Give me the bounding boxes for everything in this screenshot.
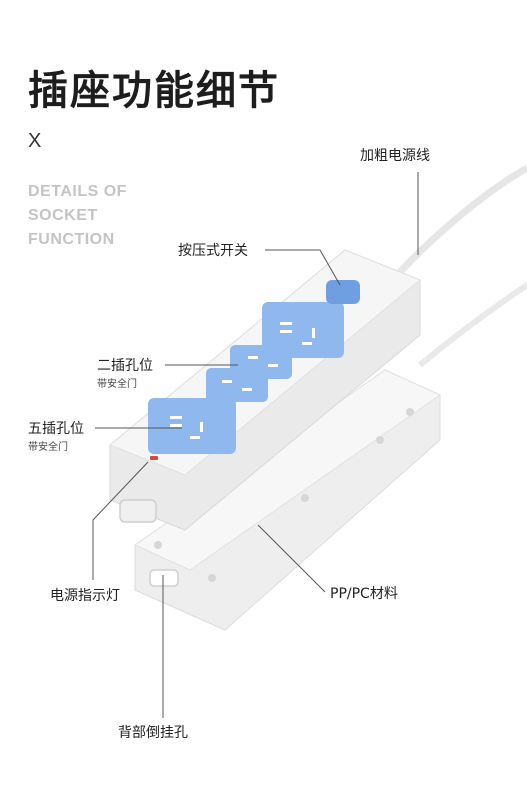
material-leader [257,524,326,593]
callout-two-hole: 二插孔位 [97,358,153,374]
callout-hang-hole: 背部倒挂孔 [118,725,188,741]
page-title: 插座功能细节 [28,68,280,114]
power-cable-back [418,282,527,368]
callout-indicator: 电源指示灯 [50,588,120,604]
english-subtitle: DETAILS OF SOCKET FUNCTION [28,180,127,252]
callout-material: PP/PC材料 [330,586,398,602]
callout-five-hole-note: 带安全门 [28,442,68,453]
english-subtitle-line-1: DETAILS OF [28,183,127,200]
callout-five-hole: 五插孔位 [28,421,84,437]
power-cable-front [397,164,527,275]
five-hole-socket-top [262,302,344,358]
callout-two-hole-note: 带安全门 [97,379,137,390]
two-hole-socket-2 [206,368,268,402]
close-mark: X [28,130,42,152]
five-hole-socket-bottom [148,398,236,454]
english-subtitle-line-3: FUNCTION [28,231,115,248]
indicator-light-icon [150,456,158,460]
front-strip [109,249,421,531]
english-subtitle-line-2: SOCKET [28,207,98,224]
push-switch-icon [326,280,360,304]
indicator-leader [92,461,149,580]
callout-cable: 加粗电源线 [360,148,430,164]
callout-lines [92,172,419,718]
rear-strip [133,369,442,631]
switch-leader [265,249,341,286]
callout-switch: 按压式开关 [178,243,248,259]
hang-hole-icon [149,569,179,587]
